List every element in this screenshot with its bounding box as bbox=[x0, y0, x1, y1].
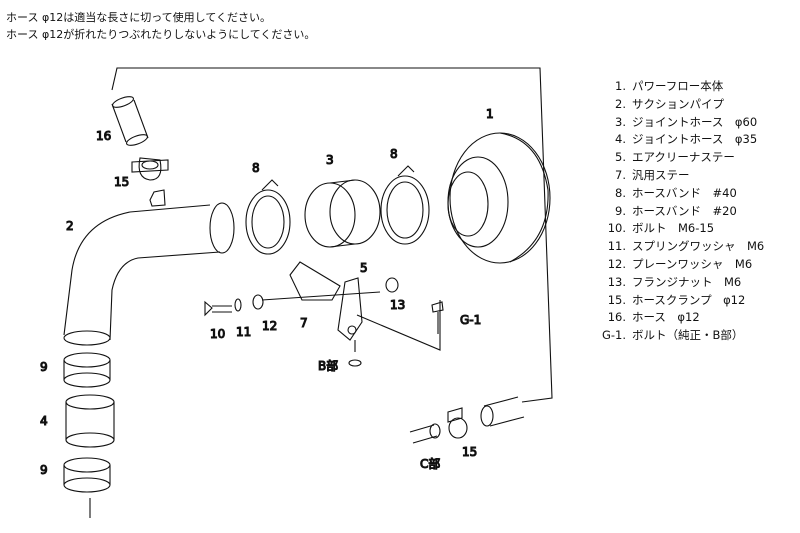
bolt-g1 bbox=[431, 301, 444, 334]
part-number: 16. bbox=[607, 310, 626, 325]
hose-16-top bbox=[111, 96, 149, 146]
hose-band-9-lower bbox=[63, 457, 111, 493]
label-b-section: B部 bbox=[318, 358, 338, 373]
callout-15-top: 15 bbox=[114, 175, 129, 189]
label-c-section: C部 bbox=[420, 456, 440, 471]
parts-list-item: 3. ジョイントホース φ60 bbox=[590, 114, 764, 132]
callout-5: 5 bbox=[360, 261, 368, 275]
parts-list-item: 15. ホースクランプ φ12 bbox=[590, 292, 764, 310]
part-name: ジョイントホース φ60 bbox=[632, 114, 758, 129]
part-name: ホースバンド #20 bbox=[632, 203, 737, 218]
part-name: エアクリーナステー bbox=[632, 150, 735, 165]
part-number: G-1. bbox=[601, 328, 626, 343]
flange-nut-13 bbox=[385, 277, 399, 293]
callout-3: 3 bbox=[326, 153, 334, 167]
part-number: 2. bbox=[615, 96, 626, 111]
part-number: 10. bbox=[607, 221, 626, 236]
c-section-pipe bbox=[409, 423, 441, 444]
callout-11: 11 bbox=[236, 325, 251, 339]
parts-list-item: 13. フランジナット M6 bbox=[590, 274, 764, 292]
hose-band-8-right bbox=[380, 165, 430, 245]
part-number: 5. bbox=[615, 150, 626, 165]
parts-list: 1. パワーフロー本体 2. サクションパイプ 3. ジョイントホース φ60 4. ジョイン… bbox=[590, 78, 764, 345]
part-name: ホース φ12 bbox=[632, 310, 700, 325]
note-no-kink: ホース φ12が折れたりつぶれたりしないようにしてください。 bbox=[6, 28, 316, 41]
parts-list-item: 8. ホースバンド #40 bbox=[590, 185, 764, 203]
callout-9-lower: 9 bbox=[40, 463, 48, 477]
part-name: パワーフロー本体 bbox=[632, 79, 724, 93]
part-number: 13. bbox=[607, 274, 626, 289]
part-number: 7. bbox=[615, 167, 626, 182]
callout-9-upper: 9 bbox=[40, 360, 48, 374]
parts-list-item: 11. スプリングワッシャ M6 bbox=[590, 238, 765, 256]
callout-16: 16 bbox=[96, 129, 111, 143]
part-number: 11. bbox=[607, 239, 626, 254]
parts-list-item: 12. プレーンワッシャ M6 bbox=[590, 256, 764, 274]
part-name: サクションパイプ bbox=[632, 96, 724, 111]
b-section-ring bbox=[348, 359, 362, 367]
part-name: ボルト M6-15 bbox=[632, 221, 715, 236]
spring-washer-11 bbox=[234, 298, 242, 312]
part-name: ボルト（純正・B部） bbox=[632, 328, 744, 343]
hose-clamp-15-top bbox=[131, 157, 169, 181]
part-number: 15. bbox=[607, 292, 626, 307]
callout-15-bottom: 15 bbox=[462, 445, 477, 459]
parts-list-item: 4. ジョイントホース φ35 bbox=[590, 131, 764, 149]
joint-hose-3 bbox=[304, 179, 381, 248]
callout-g1: G-1 bbox=[460, 313, 481, 327]
part-number: 4. bbox=[615, 132, 626, 147]
part-number: 8. bbox=[615, 185, 626, 200]
parts-list-item: 5. エアクリーナステー bbox=[590, 149, 764, 167]
part-number: 9. bbox=[615, 203, 626, 218]
part-name: 汎用ステー bbox=[632, 167, 690, 182]
part-name: フランジナット M6 bbox=[632, 274, 742, 289]
bolt-10 bbox=[204, 300, 232, 317]
parts-list-item: 10. ボルト M6-15 bbox=[590, 220, 764, 238]
callout-8-right: 8 bbox=[390, 147, 398, 161]
parts-list-item: 16. ホース φ12 bbox=[590, 309, 764, 327]
hose-band-8-left bbox=[245, 179, 291, 255]
part-name: プレーンワッシャ M6 bbox=[632, 256, 753, 271]
callout-13: 13 bbox=[390, 298, 405, 312]
hose-routing-line bbox=[111, 67, 553, 403]
joint-hose-4 bbox=[65, 394, 115, 448]
hose-clamp-15-bottom bbox=[447, 407, 468, 439]
callout-12: 12 bbox=[262, 319, 277, 333]
callout-4: 4 bbox=[40, 414, 48, 428]
hose-16-bottom bbox=[480, 396, 525, 427]
part-name: ホースバンド #40 bbox=[632, 185, 737, 200]
assembly-axis-line bbox=[261, 291, 381, 301]
parts-list-item: 9. ホースバンド #20 bbox=[590, 203, 764, 221]
part-number: 12. bbox=[607, 256, 626, 271]
callout-8-left: 8 bbox=[252, 161, 260, 175]
parts-list-item: 2. サクションパイプ bbox=[590, 96, 764, 114]
callout-1: 1 bbox=[486, 107, 494, 121]
callout-7: 7 bbox=[300, 316, 308, 330]
part-name: ジョイントホース φ35 bbox=[632, 132, 758, 147]
part-number: 1. bbox=[615, 79, 626, 93]
suction-pipe-2 bbox=[63, 189, 235, 346]
parts-list-item: 1. パワーフロー本体 bbox=[590, 78, 764, 96]
parts-list-item: G-1. ボルト（純正・B部） bbox=[590, 327, 764, 345]
part-name: スプリングワッシャ M6 bbox=[632, 239, 765, 254]
callout-10: 10 bbox=[210, 327, 225, 341]
note-cut-hose: ホース φ12は適当な長さに切って使用してください。 bbox=[6, 11, 271, 24]
air-cleaner-stay-5 bbox=[337, 277, 363, 341]
plain-washer-12 bbox=[252, 294, 264, 310]
parts-list-item: 7. 汎用ステー bbox=[590, 167, 764, 185]
callout-2: 2 bbox=[66, 219, 74, 233]
part-number: 3. bbox=[615, 114, 626, 129]
b-section-line bbox=[354, 300, 441, 352]
power-flow-body-1 bbox=[447, 132, 551, 264]
universal-stay-7 bbox=[289, 261, 341, 301]
hose-band-9-upper bbox=[63, 352, 111, 388]
part-name: ホースクランプ φ12 bbox=[632, 292, 746, 307]
